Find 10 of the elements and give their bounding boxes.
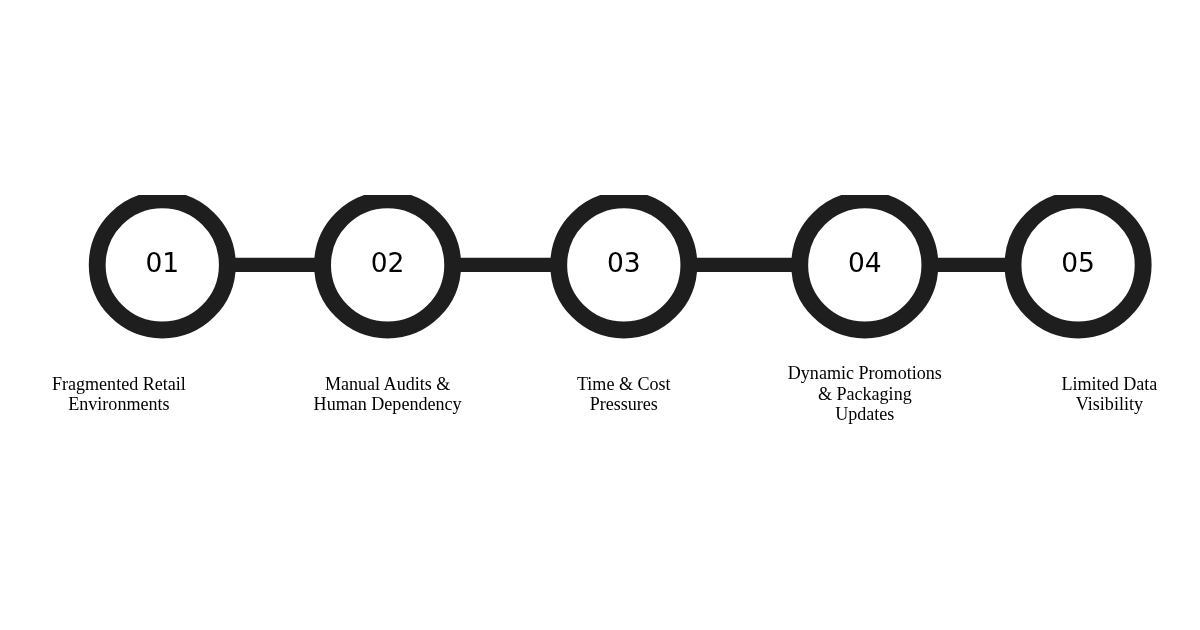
node-label: Manual Audits & Human Dependency — [313, 373, 462, 414]
node-circle: 04 — [791, 194, 939, 338]
node-label: Dynamic Promotions & Packaging Updates — [787, 362, 942, 424]
node-label: Fragmented Retail Environments — [51, 373, 186, 414]
node-circle: 02 — [314, 194, 462, 338]
node-circle: 01 — [88, 194, 236, 338]
node-label: Time & Cost Pressures — [576, 373, 671, 414]
node-circle: 05 — [1004, 194, 1152, 338]
node-label: Limited Data Visibility — [1061, 373, 1158, 414]
node-circle: 03 — [550, 194, 698, 338]
